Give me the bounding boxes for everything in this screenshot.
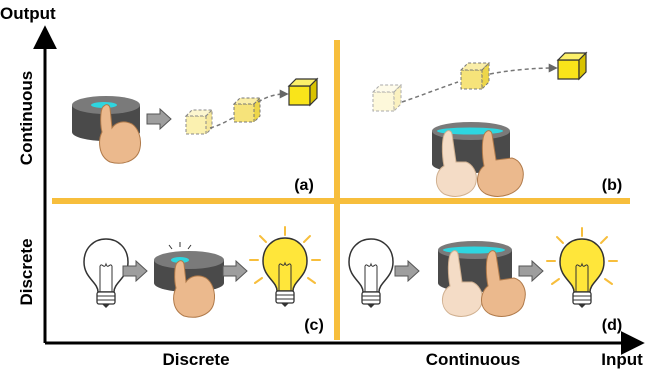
quadrant-d: (d) [348, 227, 622, 334]
quadrant-label-a: (a) [294, 177, 314, 194]
y-level-continuous: Continuous [17, 71, 36, 165]
x-axis-title: Input [601, 350, 643, 369]
quadrant-label-b: (b) [602, 177, 622, 194]
light-bulb-icon [249, 226, 321, 307]
light-bulb-icon [348, 238, 394, 308]
motion-path [401, 81, 459, 103]
cube-icon [232, 96, 262, 124]
light-bulb-icon [546, 227, 618, 308]
right-arrow-icon [222, 259, 248, 283]
cube-icon [184, 108, 214, 136]
light-bulb-icon [83, 238, 129, 308]
cube-icon [459, 61, 491, 91]
cube-icon [371, 83, 403, 113]
quadrant-label-c: (c) [304, 317, 324, 334]
cube-icon [556, 51, 588, 81]
finger-icon [481, 250, 526, 317]
vertical-divider [334, 40, 340, 340]
finger-icon [442, 250, 483, 317]
right-arrow-icon [122, 259, 148, 283]
x-level-discrete: Discrete [162, 350, 229, 369]
motion-path [257, 89, 289, 103]
quadrant-dividers [52, 40, 630, 340]
motion-path [489, 63, 558, 75]
right-arrow-icon [394, 259, 420, 283]
cube-icon [287, 77, 319, 107]
quadrant-b: (b) [371, 51, 622, 197]
horizontal-divider [52, 198, 630, 204]
right-arrow-icon [146, 107, 172, 131]
axes [33, 25, 645, 355]
finger-icon [99, 104, 141, 164]
quadrant-a: (a) [72, 77, 319, 194]
quadrant-label-d: (d) [602, 317, 622, 334]
quadrant-c: (c) [83, 226, 324, 334]
y-axis-title: Output [0, 4, 56, 23]
finger-icon [477, 130, 524, 197]
right-arrow-icon [518, 259, 544, 283]
x-level-continuous: Continuous [426, 350, 520, 369]
finger-icon [173, 260, 215, 318]
y-level-discrete: Discrete [17, 238, 36, 305]
finger-icon [436, 130, 477, 197]
